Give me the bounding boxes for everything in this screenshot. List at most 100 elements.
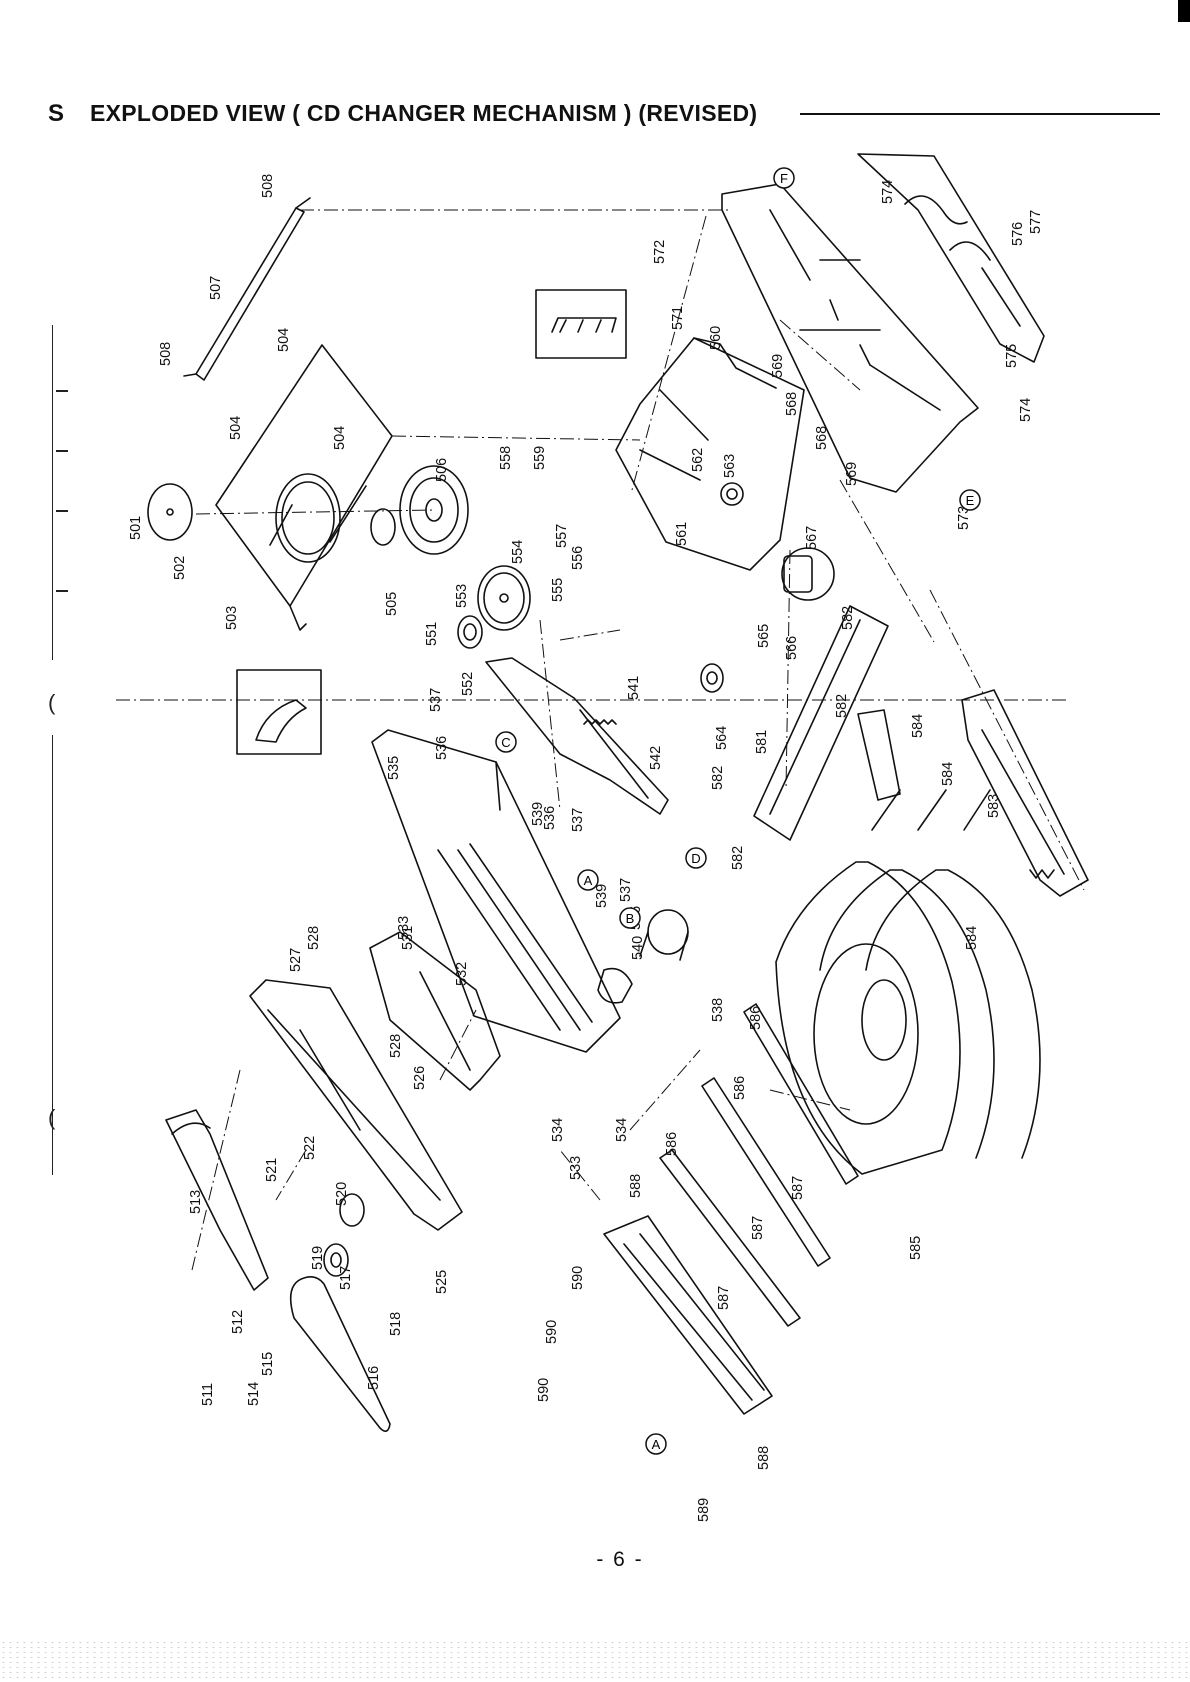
part-519-pulley bbox=[323, 1243, 349, 1277]
part-label-513: 513 bbox=[188, 1190, 204, 1214]
part-label-564: 564 bbox=[714, 726, 730, 750]
callout-D: D bbox=[685, 847, 707, 869]
part-552-gear bbox=[457, 615, 483, 649]
part-label-586: 586 bbox=[664, 1132, 680, 1156]
part-label-525: 525 bbox=[434, 1270, 450, 1294]
part-label-590: 590 bbox=[536, 1378, 552, 1402]
part-505-ring bbox=[370, 508, 396, 546]
part-label-533: 533 bbox=[396, 916, 412, 940]
part-589-holder bbox=[603, 1215, 773, 1415]
part-label-584: 584 bbox=[910, 714, 926, 738]
part-label-567: 567 bbox=[804, 526, 820, 550]
part-labels: 508 508 507 504 504 504 501 502 503 505 … bbox=[128, 174, 1044, 1522]
callout-C: C bbox=[495, 731, 517, 753]
callouts: F E C D A B A bbox=[495, 167, 981, 1455]
binding-bracket bbox=[52, 325, 69, 660]
part-label-533: 533 bbox=[568, 1156, 584, 1180]
part-label-590: 590 bbox=[544, 1320, 560, 1344]
svg-text:B: B bbox=[626, 911, 635, 926]
part-label-534: 534 bbox=[550, 1118, 566, 1142]
binding-bracket bbox=[52, 735, 69, 1175]
inset-detail-lever bbox=[236, 669, 322, 755]
part-label-589: 589 bbox=[696, 1498, 712, 1522]
part-label-538: 538 bbox=[710, 998, 726, 1022]
binding-tick bbox=[56, 590, 68, 592]
svg-text:A: A bbox=[584, 873, 593, 888]
part-label-587: 587 bbox=[716, 1286, 732, 1310]
part-label-563: 563 bbox=[722, 454, 738, 478]
binding-marks: ( ( bbox=[0, 160, 70, 1175]
part-label-559: 559 bbox=[532, 446, 548, 470]
part-534-bracket bbox=[597, 967, 633, 1004]
part-label-506: 506 bbox=[434, 458, 450, 482]
part-label-562: 562 bbox=[690, 448, 706, 472]
section-mark: S bbox=[48, 100, 65, 127]
part-label-528: 528 bbox=[388, 1034, 404, 1058]
part-label-588: 588 bbox=[628, 1174, 644, 1198]
part-label-504: 504 bbox=[276, 328, 292, 352]
binding-tick bbox=[56, 390, 68, 392]
part-575-bracket bbox=[857, 153, 1045, 363]
part-560-mechanism-frame bbox=[615, 337, 805, 571]
part-label-541: 541 bbox=[626, 676, 642, 700]
part-label-572: 572 bbox=[652, 240, 668, 264]
part-label-590: 590 bbox=[570, 1266, 586, 1290]
part-label-587: 587 bbox=[750, 1216, 766, 1240]
callout-F: F bbox=[773, 167, 795, 189]
part-label-583: 583 bbox=[986, 794, 1002, 818]
callout-E: E bbox=[959, 489, 981, 511]
part-label-502: 502 bbox=[172, 556, 188, 580]
part-label-507: 507 bbox=[208, 276, 224, 300]
part-label-552: 552 bbox=[460, 672, 476, 696]
part-label-504: 504 bbox=[332, 426, 348, 450]
part-502-clamper bbox=[147, 483, 193, 541]
part-label-501: 501 bbox=[128, 516, 144, 540]
part-label-584: 584 bbox=[964, 926, 980, 950]
svg-text:C: C bbox=[501, 735, 510, 750]
part-586-rail bbox=[659, 1003, 859, 1327]
part-label-586: 586 bbox=[732, 1076, 748, 1100]
part-label-516: 516 bbox=[366, 1366, 382, 1390]
part-573-chassis bbox=[721, 183, 979, 493]
part-label-519: 519 bbox=[310, 1246, 326, 1270]
scan-corner-mark bbox=[1178, 0, 1190, 22]
callout-A: A bbox=[645, 1433, 667, 1455]
binding-paren: ( bbox=[48, 690, 56, 715]
binding-tick bbox=[56, 450, 68, 452]
part-label-560: 560 bbox=[708, 326, 724, 350]
part-label-551: 551 bbox=[424, 622, 440, 646]
part-label-553: 553 bbox=[454, 584, 470, 608]
page-title: EXPLODED VIEW ( CD CHANGER MECHANISM ) (… bbox=[90, 100, 758, 126]
part-label-561: 561 bbox=[674, 522, 690, 546]
part-585-disc-trays bbox=[775, 789, 1041, 1175]
part-535-base-chassis bbox=[371, 729, 621, 1053]
svg-text:A: A bbox=[652, 1437, 661, 1452]
part-581-plate bbox=[753, 605, 901, 841]
title-rule bbox=[800, 113, 1160, 115]
part-label-527: 527 bbox=[288, 948, 304, 972]
part-label-539: 539 bbox=[530, 802, 546, 826]
part-label-574: 574 bbox=[1018, 398, 1034, 422]
part-label-574: 574 bbox=[880, 180, 896, 204]
callout-A: A bbox=[577, 869, 599, 891]
part-label-582: 582 bbox=[730, 846, 746, 870]
part-label-535: 535 bbox=[386, 756, 402, 780]
part-label-556: 556 bbox=[570, 546, 586, 570]
part-506-turntable bbox=[399, 465, 469, 555]
part-583-slider bbox=[961, 689, 1089, 897]
svg-text:E: E bbox=[966, 493, 975, 508]
part-label-576: 576 bbox=[1010, 222, 1026, 246]
part-540-slide-lever bbox=[485, 657, 669, 815]
part-label-557: 557 bbox=[554, 524, 570, 548]
part-label-585: 585 bbox=[908, 1236, 924, 1260]
part-label-539: 539 bbox=[594, 884, 610, 908]
scan-noise bbox=[0, 1640, 1190, 1682]
page-header: S EXPLODED VIEW ( CD CHANGER MECHANISM )… bbox=[40, 100, 1160, 134]
part-525-tray-rail bbox=[249, 979, 463, 1231]
part-label-581: 581 bbox=[754, 730, 770, 754]
part-label-584: 584 bbox=[940, 762, 956, 786]
page-number: - 6 - bbox=[596, 1548, 644, 1571]
part-label-558: 558 bbox=[498, 446, 514, 470]
part-538-roller bbox=[639, 909, 689, 961]
